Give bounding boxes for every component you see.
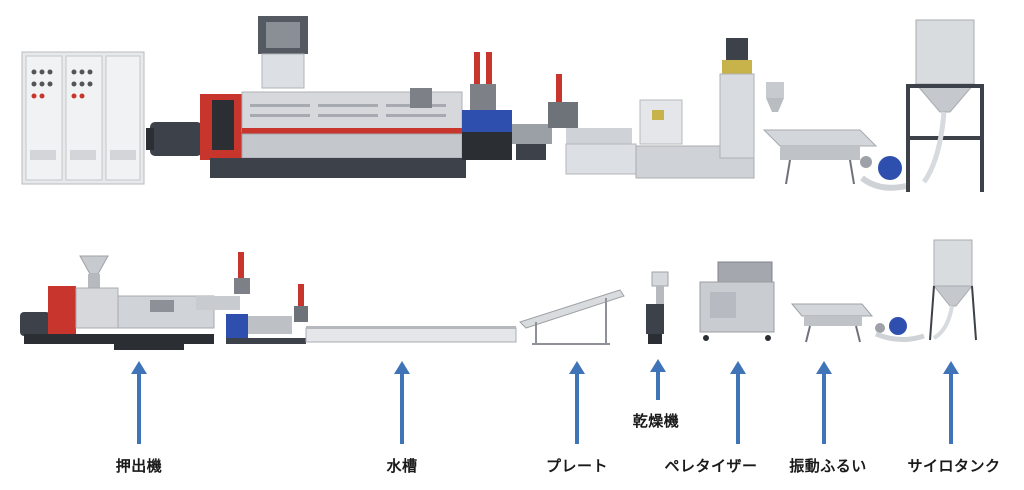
control-cabinet	[21, 51, 145, 185]
arrow-plate	[569, 361, 585, 444]
label-water-tank: 水槽	[386, 457, 418, 475]
label-dryer: 乾燥機	[632, 412, 680, 430]
die-face-cutter-top	[548, 74, 637, 175]
arrow-silo-tank	[943, 361, 959, 444]
label-pelletizer: ペレタイザー	[664, 457, 758, 475]
arrow-dryer	[650, 359, 666, 400]
arrow-extruder	[131, 361, 147, 444]
label-vibrating-sieve: 振動ふるい	[789, 457, 867, 475]
dryer-bottom	[646, 271, 669, 344]
label-plate: プレート	[545, 457, 609, 475]
vibrating-sieve-top	[762, 129, 878, 185]
main-extruder-top	[146, 16, 466, 178]
label-silo-tank: サイロタンク	[907, 457, 1001, 475]
extruder-bottom	[20, 252, 250, 350]
plate-bottom	[519, 289, 625, 345]
arrow-pelletizer	[730, 361, 746, 444]
water-tank-bottom	[305, 326, 517, 343]
silo-tank-bottom	[875, 239, 977, 342]
vibrating-sieve-bottom	[790, 303, 885, 343]
second-stage-extruder-top	[462, 52, 552, 160]
second-extruder-bottom	[226, 284, 308, 344]
label-extruder: 押出機	[115, 457, 163, 475]
arrow-water-tank	[394, 361, 410, 444]
pelletizer-bottom	[699, 261, 775, 341]
dryer-top	[719, 38, 784, 159]
arrow-vibrating-sieve	[816, 361, 832, 444]
silo-tank-top	[860, 19, 984, 192]
